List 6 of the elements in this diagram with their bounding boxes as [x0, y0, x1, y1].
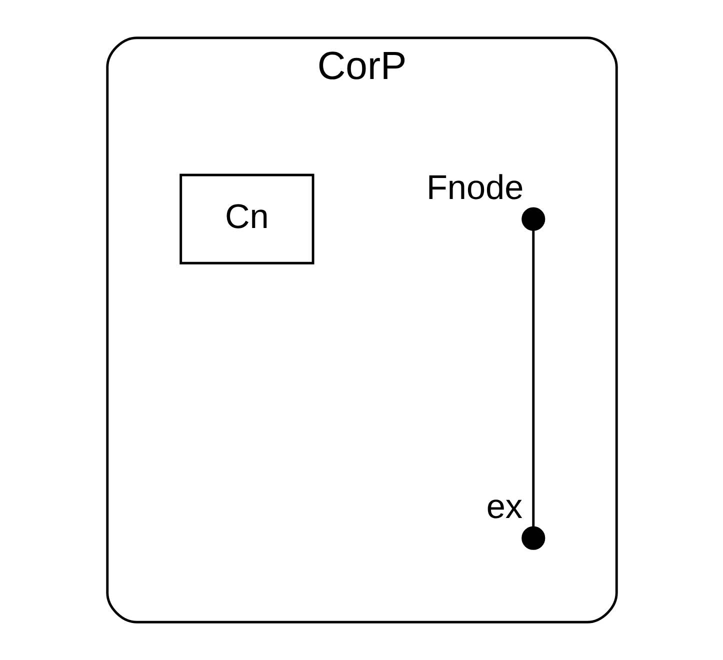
node-circle: [521, 207, 545, 231]
node-box: Cn: [179, 174, 314, 264]
connector: [532, 230, 534, 528]
node-label: ex: [486, 488, 522, 526]
node-label: Fnode: [426, 169, 524, 208]
node-circle: [521, 526, 545, 550]
